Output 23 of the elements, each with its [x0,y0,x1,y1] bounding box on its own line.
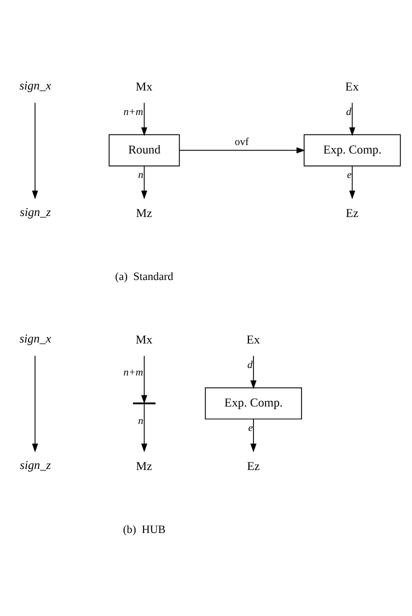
label: (b) HUB [123,523,166,536]
edge-label: n [138,415,144,426]
edge-label: n+m [123,106,144,118]
node-text: Mx [136,332,152,346]
node-text: Mz [136,458,152,472]
edge-label: d [346,106,352,118]
node-text: sign_x [19,330,52,345]
edge-label: n+m [123,366,144,378]
edge-label: ovf [234,136,249,148]
edge-label: d [247,359,253,370]
node-text: Ez [346,205,359,220]
node-text: Ex [246,332,260,346]
node-text: sign_z [20,204,51,218]
node-text: Ex [345,78,359,93]
edge-label: n [138,170,144,181]
node-text: Ez [246,458,260,472]
edge-label: e [248,422,253,434]
edge-label: e [347,170,352,181]
label: (a) Standard [115,270,174,282]
node-text: sign_x [19,78,52,92]
node-text: sign_z [20,458,51,472]
node-text: Mx [136,78,152,93]
node-text: Mz [136,205,152,220]
